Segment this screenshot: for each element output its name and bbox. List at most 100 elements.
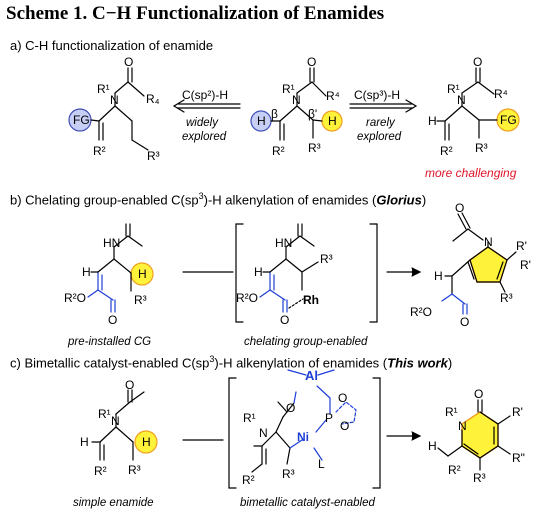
beta-prime-label: β' xyxy=(308,107,317,121)
h-vinyl-mid-label: H xyxy=(254,265,263,279)
caption-bimetallic: bimetallic catalyst-enabled xyxy=(240,497,375,509)
glorius-pyrrole-product xyxy=(441,212,517,315)
o-c-product-label: O xyxy=(474,387,483,401)
bracket-c xyxy=(228,377,381,489)
section-b-heading: b) Chelating group-enabled C(sp3)-H alke… xyxy=(10,191,427,208)
r2-center-label: R² xyxy=(272,144,285,158)
r3-c-mid-label: R³ xyxy=(282,467,295,481)
h-vinyl-left-label: H xyxy=(82,265,91,279)
right-arrow-label: C(sp³)-H xyxy=(354,88,400,102)
fg-product-label: FG xyxy=(500,113,517,127)
r2o-product-label: R²O xyxy=(410,305,432,319)
r2o-mid-label: R²O xyxy=(236,291,258,305)
enamide-left-structure xyxy=(68,67,149,151)
o-acyl-label: O xyxy=(455,201,464,215)
h-right-label: H xyxy=(328,114,337,128)
glorius-rhodacycle xyxy=(259,223,319,313)
r2-product-label: R² xyxy=(440,144,453,158)
r2-c-left-label: R² xyxy=(94,464,107,478)
n-pyrrole-label: N xyxy=(484,235,493,249)
rdoubleprime-c-label: R" xyxy=(512,451,525,465)
r2-label: R² xyxy=(93,144,106,158)
section-c-heading: c) Bimetallic catalyst-enabled C(sp3)-H … xyxy=(10,354,453,371)
enamide-right-structure xyxy=(436,67,520,141)
o-phos2-label: O xyxy=(340,419,349,433)
hn-left-label: HN xyxy=(103,236,120,250)
l-label: L xyxy=(318,457,325,471)
right-arrow xyxy=(349,99,418,113)
h-circle-c-left-label: H xyxy=(142,435,151,449)
left-arrow xyxy=(172,99,241,113)
o-phos-label: O xyxy=(338,391,347,405)
arrow-b xyxy=(386,267,422,277)
arrow-c xyxy=(386,431,422,441)
glorius-left-structure xyxy=(87,223,154,313)
caption-simple: simple enamide xyxy=(73,497,154,509)
rprime-side-label: R' xyxy=(520,258,531,272)
ni-label: Ni xyxy=(297,430,309,444)
n-label: N xyxy=(110,93,119,107)
right-arrow-note2: explored xyxy=(357,131,402,143)
o-c-left-label: O xyxy=(125,378,134,392)
n-c-mid-label: N xyxy=(259,426,268,440)
r4-product-label: R⁴ xyxy=(494,87,508,101)
pyridone-product xyxy=(437,399,511,471)
beta-label: β xyxy=(271,107,278,121)
challenge-note: more challenging xyxy=(425,166,517,180)
r2-c-mid-label: R² xyxy=(242,473,255,487)
r3-left-b-label: R³ xyxy=(134,293,147,307)
r1-center-label: R¹ xyxy=(282,82,295,96)
r1-label: R¹ xyxy=(97,82,110,96)
r2-c-product-label: R² xyxy=(448,463,461,477)
r3-mid-b-label: R³ xyxy=(320,252,333,266)
bimetallic-complex xyxy=(251,369,357,473)
simple-enamide-structure xyxy=(91,389,158,461)
h-product-label: H xyxy=(428,114,437,128)
h-pyrrole-label: H xyxy=(434,269,443,283)
r3-c-product-label: R³ xyxy=(473,471,486,485)
r3-product-label: R³ xyxy=(475,141,488,155)
r3-center-label: R³ xyxy=(308,141,321,155)
n-c-left-label: N xyxy=(111,414,120,428)
left-arrow-note2: explored xyxy=(182,131,227,143)
h-circle-left-label: H xyxy=(138,267,147,281)
n-product-label: N xyxy=(457,93,466,107)
bracket-b xyxy=(235,223,378,323)
r4-label: R₄ xyxy=(146,92,160,106)
r3-pyrrole-label: R³ xyxy=(500,291,513,305)
r3-label: R³ xyxy=(147,149,160,163)
o-center-label: O xyxy=(307,55,316,69)
enamide-center-structure xyxy=(250,67,343,141)
h-left-label: H xyxy=(257,114,266,128)
r4-center-label: R⁴ xyxy=(326,89,340,103)
rprime-top-label: R' xyxy=(516,239,527,253)
o-label: O xyxy=(124,55,133,69)
rprime-c-label: R' xyxy=(512,405,523,419)
left-arrow-label: C(sp²)-H xyxy=(182,88,228,102)
o-c-mid-label: O xyxy=(286,401,295,415)
hn-mid-label: HN xyxy=(275,236,292,250)
left-arrow-note1: widely xyxy=(186,117,219,129)
o-left-b-label: O xyxy=(108,313,117,327)
h-vinyl-c-left-label: H xyxy=(80,435,89,449)
h-c-product-label: H xyxy=(428,439,437,453)
o-mid-b-label: O xyxy=(280,313,289,327)
o-product-b-label: O xyxy=(460,315,469,329)
right-arrow-note1: rarely xyxy=(366,117,396,129)
r1-c-product-label: R¹ xyxy=(445,405,458,419)
caption-pre-installed: pre-installed CG xyxy=(67,336,151,348)
r3-c-left-label: R³ xyxy=(128,463,141,477)
caption-chelating: chelating group-enabled xyxy=(244,336,368,348)
p-label: P xyxy=(325,411,333,425)
rh-label: Rh xyxy=(303,293,319,307)
r1-c-mid-label: R¹ xyxy=(243,411,256,425)
n-center-label: N xyxy=(292,93,301,107)
n-c-product-label: N xyxy=(458,419,467,433)
fg-label: FG xyxy=(73,113,90,127)
o-product-label: O xyxy=(473,55,482,69)
scheme-title: Scheme 1. C−H Functionalization of Enami… xyxy=(6,3,385,24)
r1-product-label: R¹ xyxy=(447,82,460,96)
r1-c-left-label: R¹ xyxy=(98,407,111,421)
al-label: Al xyxy=(305,368,318,383)
